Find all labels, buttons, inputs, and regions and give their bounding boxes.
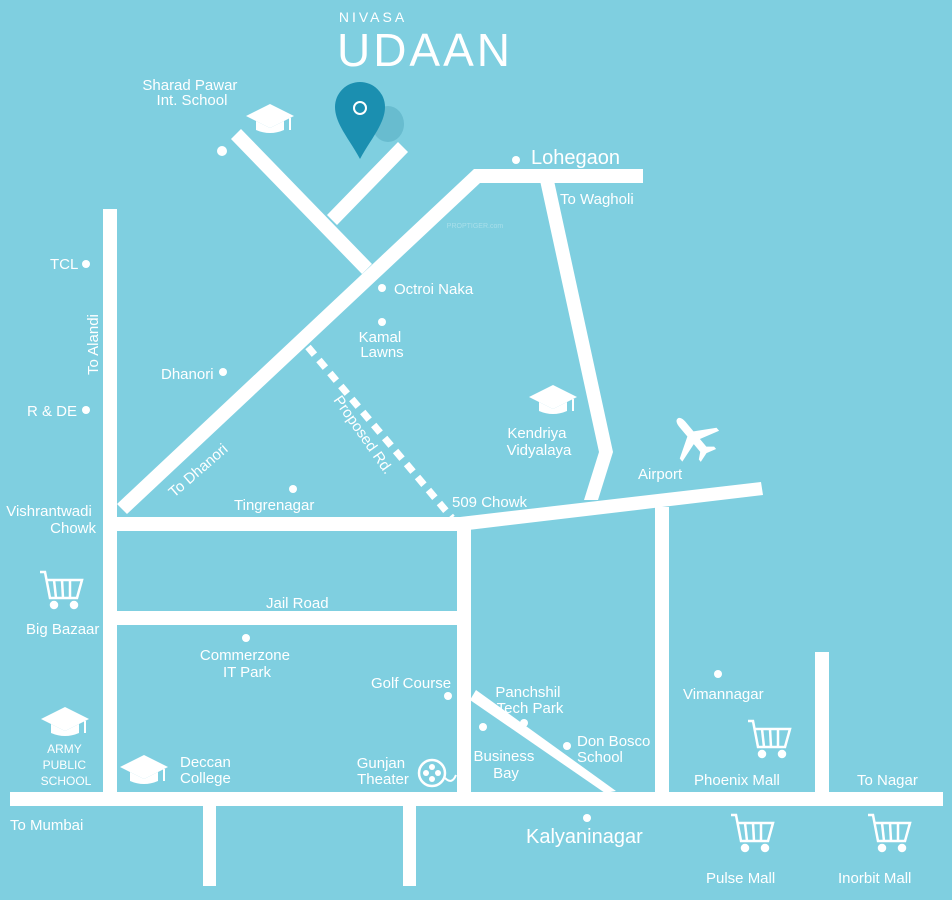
road-south-1	[203, 806, 216, 886]
label-kamal-lawns: Kamal Lawns	[359, 329, 406, 361]
dot-octroi	[378, 284, 386, 292]
graduation-cap-icon	[120, 755, 168, 784]
road-alandi	[103, 209, 117, 799]
road-mumbai-nagar	[10, 792, 943, 806]
label-golf-course: Golf Course	[371, 675, 451, 692]
road-business-bay	[470, 690, 616, 793]
proposed-road	[305, 344, 455, 521]
road-south-2	[403, 806, 416, 886]
roads	[10, 129, 943, 886]
label-509-chowk: 509 Chowk	[452, 494, 528, 511]
label-don-bosco: Don Bosco School	[577, 733, 655, 766]
dot-tingrenagar	[289, 485, 297, 493]
label-army-school: ARMY PUBLIC SCHOOL	[41, 742, 92, 788]
label-to-wagholi: To Wagholi	[560, 191, 634, 208]
dot-lohegaon	[512, 156, 520, 164]
location-dots	[82, 146, 722, 822]
label-big-bazaar: Big Bazaar	[26, 621, 99, 638]
dot-business-bay	[479, 723, 487, 731]
shopping-cart-icon	[731, 813, 775, 853]
label-sharad-pawar: Sharad Pawar Int. School	[142, 77, 241, 109]
label-deccan-college: Deccan College	[180, 754, 235, 787]
shopping-cart-icons	[40, 570, 912, 853]
shopping-cart-icon	[748, 719, 792, 759]
label-airport: Airport	[638, 466, 683, 483]
school-icons	[41, 104, 577, 784]
label-pulse-mall: Pulse Mall	[706, 870, 775, 887]
road-udaan	[327, 142, 408, 225]
graduation-cap-icon	[529, 385, 577, 414]
label-to-mumbai: To Mumbai	[10, 817, 83, 834]
airplane-icon	[676, 417, 720, 462]
label-kendriya-vidyalaya: Kendriya Vidyalaya	[507, 425, 572, 459]
label-inorbit-mall: Inorbit Mall	[838, 870, 911, 887]
shopping-cart-icon	[40, 570, 84, 610]
label-business-bay: Business Bay	[473, 748, 538, 782]
label-dhanori: Dhanori	[161, 366, 214, 383]
label-phoenix-mall: Phoenix Mall	[694, 772, 780, 789]
brand-name: UDAAN	[337, 24, 513, 76]
label-commerzone: Commerzone IT Park	[200, 647, 294, 681]
label-to-nagar: To Nagar	[857, 772, 918, 789]
dot-kalyaninagar	[583, 814, 591, 822]
brand-top: NIVASA	[339, 9, 407, 25]
road-golf	[457, 517, 471, 794]
graduation-cap-icon	[41, 707, 89, 736]
film-reel-icon	[417, 758, 457, 788]
road-viman	[655, 507, 669, 794]
dot-commerzone	[242, 634, 250, 642]
road-jail	[117, 611, 457, 625]
dot-tcl	[82, 260, 90, 268]
road-wagholi-airport	[539, 176, 613, 500]
dot-kamal	[378, 318, 386, 326]
graduation-cap-icon	[246, 104, 294, 133]
label-panchshil: Panchshil Tech Park	[495, 684, 564, 717]
dot-don-bosco	[563, 742, 571, 750]
road-sharad-pawar	[231, 129, 372, 274]
dot-sharad-pawar	[217, 146, 227, 156]
location-pin-icon	[335, 82, 404, 159]
label-octroi-naka: Octroi Naka	[394, 281, 474, 298]
shopping-cart-icon	[868, 813, 912, 853]
label-jail-road: Jail Road	[266, 595, 329, 612]
road-509-chowk	[117, 482, 763, 531]
dot-vimannagar	[714, 670, 722, 678]
label-gunjan-theater: Gunjan Theater	[357, 755, 410, 788]
label-r-and-de: R & DE	[27, 403, 77, 420]
label-to-alandi: To Alandi	[85, 314, 102, 375]
dot-dhanori	[219, 368, 227, 376]
label-vishrantwadi: Vishrantwadi Chowk	[6, 503, 96, 537]
label-kalyaninagar: Kalyaninagar	[526, 826, 643, 848]
label-vimannagar: Vimannagar	[683, 686, 764, 703]
dot-golf-course	[444, 692, 452, 700]
road-nagar-spur	[815, 652, 829, 794]
label-lohegaon: Lohegaon	[531, 147, 620, 169]
dot-r-and-de	[82, 406, 90, 414]
dot-panchshil	[520, 719, 528, 727]
label-tingrenagar: Tingrenagar	[234, 497, 314, 514]
label-tcl: TCL	[50, 256, 78, 273]
watermark: PROPTIGER.com	[447, 223, 504, 230]
